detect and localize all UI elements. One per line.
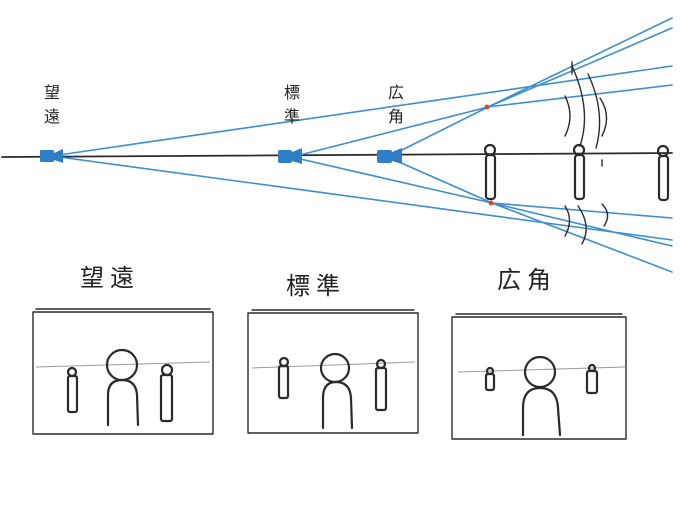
ray	[51, 65, 673, 157]
panel-frame	[32, 311, 214, 435]
figure-near	[483, 143, 497, 201]
label-char: 遠	[44, 107, 60, 126]
panel-wide	[451, 313, 627, 440]
label-telephoto-top: 望 遠	[44, 83, 60, 126]
figure-middle	[572, 143, 586, 201]
ray	[295, 106, 489, 157]
standard-rays	[295, 17, 673, 273]
panel-telephoto	[32, 308, 214, 435]
horizon-line	[457, 366, 626, 373]
person-small	[277, 356, 290, 400]
panel-standard	[247, 309, 419, 434]
label-char: 広	[388, 83, 404, 102]
focal-marker	[484, 104, 490, 110]
focal-marker	[488, 200, 494, 206]
label-char: 角	[388, 107, 404, 126]
top-diagram: 望 遠 標 準 広 角	[1, 17, 673, 273]
person-main	[521, 355, 562, 437]
person-main	[319, 352, 354, 430]
ray	[389, 106, 489, 157]
ray	[487, 17, 673, 108]
ray	[295, 157, 493, 204]
person-small	[374, 358, 388, 412]
label-wide-top: 広 角	[388, 83, 404, 126]
label-standard-top: 標 準	[284, 83, 300, 126]
panel-frame	[451, 316, 627, 440]
label-char: 望	[44, 83, 60, 102]
label-char: 標	[284, 83, 300, 102]
panels: 望遠 標準 広角	[32, 264, 627, 440]
ray	[487, 27, 673, 108]
person-small	[66, 366, 79, 414]
camera-telephoto	[40, 149, 63, 163]
person-small	[484, 366, 496, 392]
person-small	[585, 363, 599, 395]
horizon-line	[251, 361, 416, 369]
fov-arcs	[564, 61, 609, 245]
figure-far	[656, 144, 670, 202]
wide-rays	[389, 27, 673, 247]
panel-frame	[247, 312, 419, 434]
ray	[491, 202, 673, 273]
person-main	[105, 348, 140, 427]
ray	[389, 157, 493, 204]
panel-title-standard: 標準	[286, 272, 346, 300]
panel-title-telephoto: 望遠	[80, 264, 140, 292]
panel-title-wide: 広角	[497, 266, 557, 294]
optical-axis	[1, 152, 673, 158]
label-char: 準	[284, 107, 300, 126]
camera-standard	[278, 148, 302, 164]
camera-wide	[377, 148, 402, 164]
person-small	[159, 363, 174, 423]
ray	[491, 202, 673, 219]
horizon-line	[35, 361, 211, 368]
ray	[487, 84, 673, 108]
ray	[491, 202, 673, 247]
